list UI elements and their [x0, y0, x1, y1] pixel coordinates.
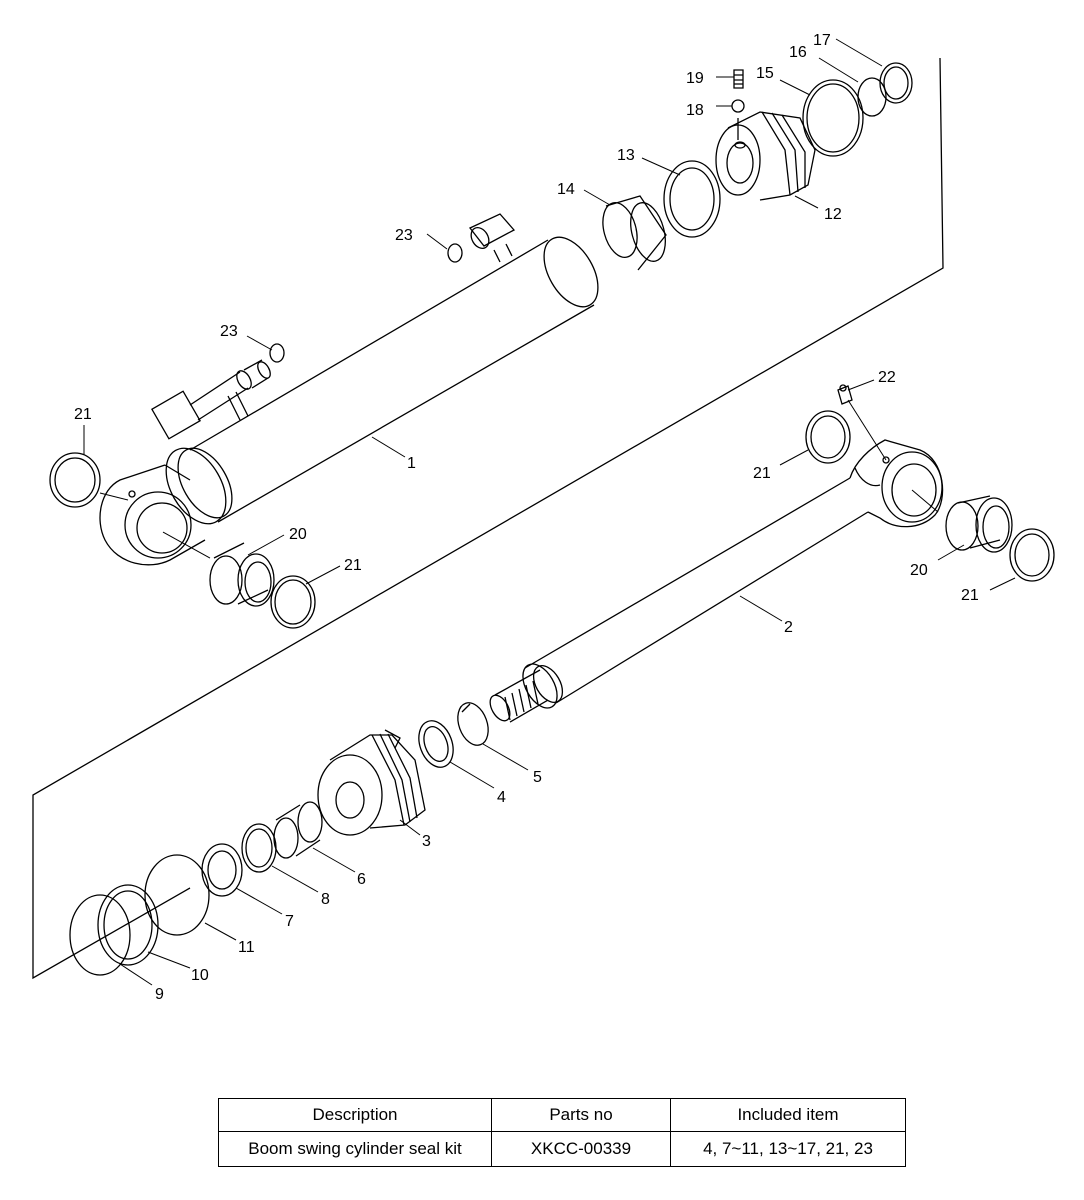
- cell-description: Boom swing cylinder seal kit: [218, 1131, 492, 1167]
- callout-15: 15: [756, 65, 774, 82]
- piston-rod: [489, 439, 944, 723]
- callout-2: 2: [784, 619, 793, 636]
- callout-17: 17: [813, 32, 831, 49]
- seal-kit-table: Description Parts no Included item Boom …: [218, 1098, 906, 1167]
- callout-11: 11: [238, 939, 255, 956]
- cylinder-tube: [99, 213, 599, 566]
- cell-parts-no: XKCC-00339: [491, 1131, 671, 1167]
- callout-23-upper: 23: [395, 227, 413, 244]
- callout-4: 4: [497, 789, 506, 806]
- callout-19: 19: [686, 70, 704, 87]
- callout-8: 8: [321, 891, 330, 908]
- callout-1: 1: [407, 455, 416, 472]
- callout-labels: 1 2 3 4 5 6 7 8 9 10 11 12 13 14 15 16 1…: [74, 32, 979, 1003]
- callout-13: 13: [617, 147, 635, 164]
- callout-9: 9: [155, 986, 164, 1003]
- exploded-parts-diagram: 1 2 3 4 5 6 7 8 9 10 11 12 13 14 15 16 1…: [32, 32, 1055, 1003]
- callout-21-upper-left: 21: [74, 406, 92, 423]
- callout-21-lower-left: 21: [344, 557, 362, 574]
- header-parts-no: Parts no: [491, 1098, 671, 1132]
- callout-16: 16: [789, 44, 807, 61]
- table-header-row: Description Parts no Included item: [218, 1098, 906, 1132]
- callout-6: 6: [357, 871, 366, 888]
- callout-5: 5: [533, 769, 542, 786]
- callout-14: 14: [557, 181, 575, 198]
- callout-22: 22: [878, 369, 896, 386]
- callout-21-right-lower: 21: [961, 587, 979, 604]
- header-included-item: Included item: [670, 1098, 906, 1132]
- callout-23-lower: 23: [220, 323, 238, 340]
- callout-3: 3: [422, 833, 431, 850]
- table-row: Boom swing cylinder seal kit XKCC-00339 …: [218, 1131, 906, 1167]
- header-description: Description: [218, 1098, 492, 1132]
- leader-lines: [83, 38, 1016, 986]
- cell-included-item: 4, 7~11, 13~17, 21, 23: [670, 1131, 906, 1167]
- callout-18: 18: [686, 102, 704, 119]
- exploded-frame: [32, 57, 944, 980]
- callout-10: 10: [191, 967, 209, 984]
- callout-21-right-upper: 21: [753, 465, 771, 482]
- callout-12: 12: [824, 206, 842, 223]
- callout-20-right: 20: [910, 562, 928, 579]
- piston: [317, 729, 426, 836]
- callout-20-left: 20: [289, 526, 307, 543]
- callout-7: 7: [285, 913, 294, 930]
- seal-rings: [49, 62, 1055, 976]
- gland: [715, 111, 816, 201]
